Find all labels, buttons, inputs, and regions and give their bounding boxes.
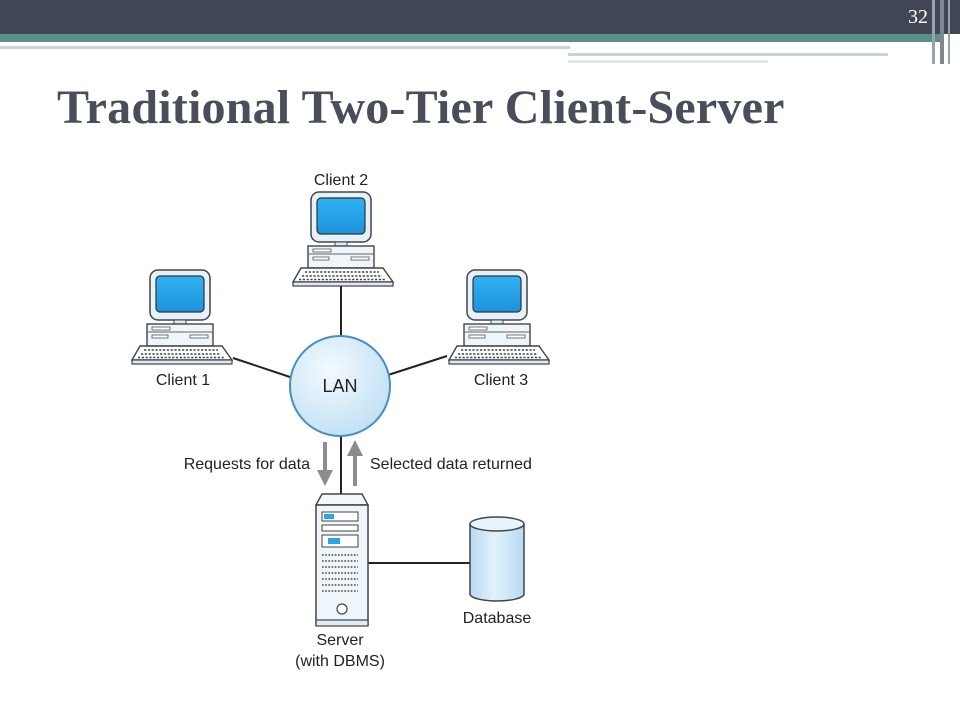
link-client3-lan [387,355,448,376]
response-label: Selected data returned [370,456,532,473]
lan-label: LAN [322,376,357,396]
divider-line-right [568,53,888,56]
server-tower-icon [314,493,370,627]
client-2-label: Client 2 [314,172,368,189]
request-label: Requests for data [184,456,310,473]
accent-band [0,34,940,42]
slide-title: Traditional Two-Tier Client-Server [57,81,785,134]
client-1-computer-icon [131,269,233,365]
link-client1-lan [232,357,294,379]
edge-bar [948,0,950,64]
client-2-computer-icon [292,191,394,287]
edge-bar [932,0,935,64]
divider-line-right-lower [568,60,768,63]
lan-hub [289,335,391,437]
server-sublabel: (with DBMS) [295,653,385,670]
database-cylinder-icon [469,516,525,602]
response-arrow [347,440,363,486]
database-label: Database [463,610,532,627]
client-3-label: Client 3 [474,372,528,389]
slide-number: 32 [908,6,928,28]
header-band [0,0,960,34]
request-arrow [317,442,333,486]
edge-bar [940,0,944,64]
server-label: Server [316,632,364,649]
client-3-computer-icon [448,269,550,365]
divider-line-left [0,46,570,49]
client-1-label: Client 1 [156,372,210,389]
